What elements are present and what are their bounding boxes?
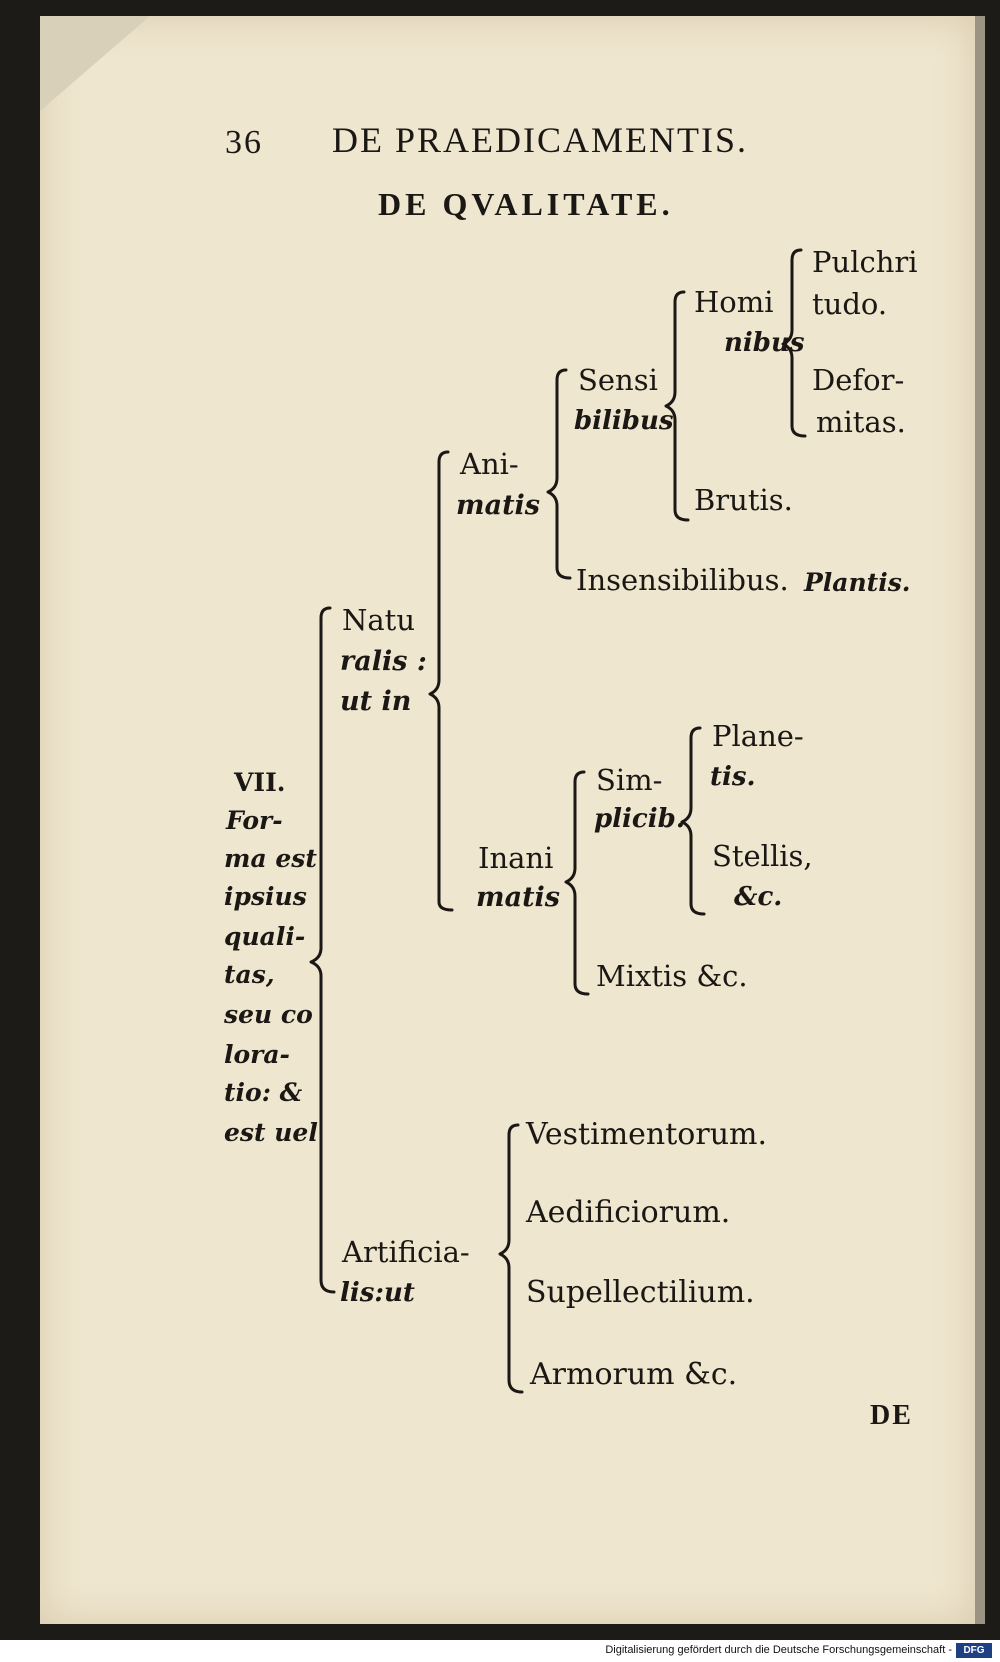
- planetis-label-0: Plane-: [712, 719, 804, 753]
- stellis-label-0: Stellis,: [712, 839, 813, 873]
- root-label-7: lora-: [224, 1040, 290, 1069]
- stellis-label-1: &c.: [734, 882, 783, 912]
- dfg-logo: DFG: [956, 1643, 992, 1658]
- pulchritudo-label-0: Pulchri: [812, 245, 918, 279]
- root-label-4: quali-: [224, 922, 306, 951]
- vestimentorum-label: Vestimentorum.: [526, 1117, 767, 1152]
- bracket-naturalis: [428, 450, 454, 912]
- pulchritudo-label-1: tudo.: [812, 287, 888, 321]
- root-label-1: For-: [226, 806, 283, 835]
- root-label-6: seu co: [224, 1000, 313, 1029]
- insensibilibus-label: Insensibilibus.: [576, 563, 789, 597]
- running-head: DE PRAEDICAMENTIS.: [332, 120, 749, 160]
- bracket-hominibus: [781, 248, 807, 438]
- simplicibus-label-0: Sim-: [596, 763, 663, 797]
- mixtis-label: Mixtis &c.: [596, 959, 748, 993]
- page-number: 36: [225, 124, 263, 161]
- bracket-sensibilibus: [664, 290, 690, 522]
- naturalis-label-1: ralis :: [340, 646, 427, 677]
- bracket-root: [309, 606, 336, 1294]
- inanimatis-label-0: Inani: [478, 841, 554, 875]
- folded-corner: [40, 16, 150, 111]
- root-label-9: est uel: [224, 1118, 318, 1147]
- naturalis-label-0: Natu: [342, 603, 415, 637]
- root-label-8: tio: &: [224, 1078, 303, 1107]
- artificialis-label-0: Artificia-: [342, 1235, 470, 1269]
- sensibilibus-label-1: bilibus: [574, 406, 674, 436]
- bracket-artificialis: [498, 1123, 524, 1394]
- supellectilium-label: Supellectilium.: [526, 1275, 755, 1310]
- bracket-simplicibus: [680, 726, 706, 916]
- bracket-inanimatis: [564, 770, 590, 996]
- armorum-label: Armorum &c.: [530, 1357, 738, 1392]
- animatis-label-0: Ani-: [460, 447, 519, 481]
- root-label-0: VII.: [234, 768, 286, 797]
- hominibus-label-0: Homi: [694, 285, 774, 319]
- brutis-label: Brutis.: [694, 483, 793, 517]
- sensibilibus-label-0: Sensi: [578, 363, 658, 397]
- simplicibus-label-1: plicib.: [594, 804, 685, 834]
- deformitas-label-0: Defor-: [812, 363, 905, 397]
- bracket-animatis: [546, 368, 572, 580]
- deformitas-label-1: mitas.: [816, 405, 906, 439]
- planetis-label-1: tis.: [710, 762, 756, 792]
- hominibus-label-1: nibus: [724, 328, 805, 358]
- inanimatis-label-1: matis: [476, 882, 560, 913]
- catchword: DE: [870, 1400, 913, 1431]
- digitization-footer: Digitalisierung gefördert durch die Deut…: [0, 1640, 1000, 1662]
- page-edge: [975, 16, 985, 1624]
- root-label-3: ipsius: [224, 882, 307, 911]
- root-label-5: tas,: [224, 960, 275, 989]
- artificialis-label-1: lis:ut: [340, 1278, 415, 1308]
- animatis-label-1: matis: [456, 490, 540, 521]
- footer-credit: Digitalisierung gefördert durch die Deut…: [605, 1644, 952, 1656]
- naturalis-label-2: ut in: [340, 686, 412, 717]
- plantis-label: Plantis.: [804, 568, 911, 597]
- root-label-2: ma est: [224, 844, 317, 873]
- aedificiorum-label: Aedificiorum.: [526, 1195, 731, 1230]
- section-title: DE QVALITATE.: [378, 186, 674, 222]
